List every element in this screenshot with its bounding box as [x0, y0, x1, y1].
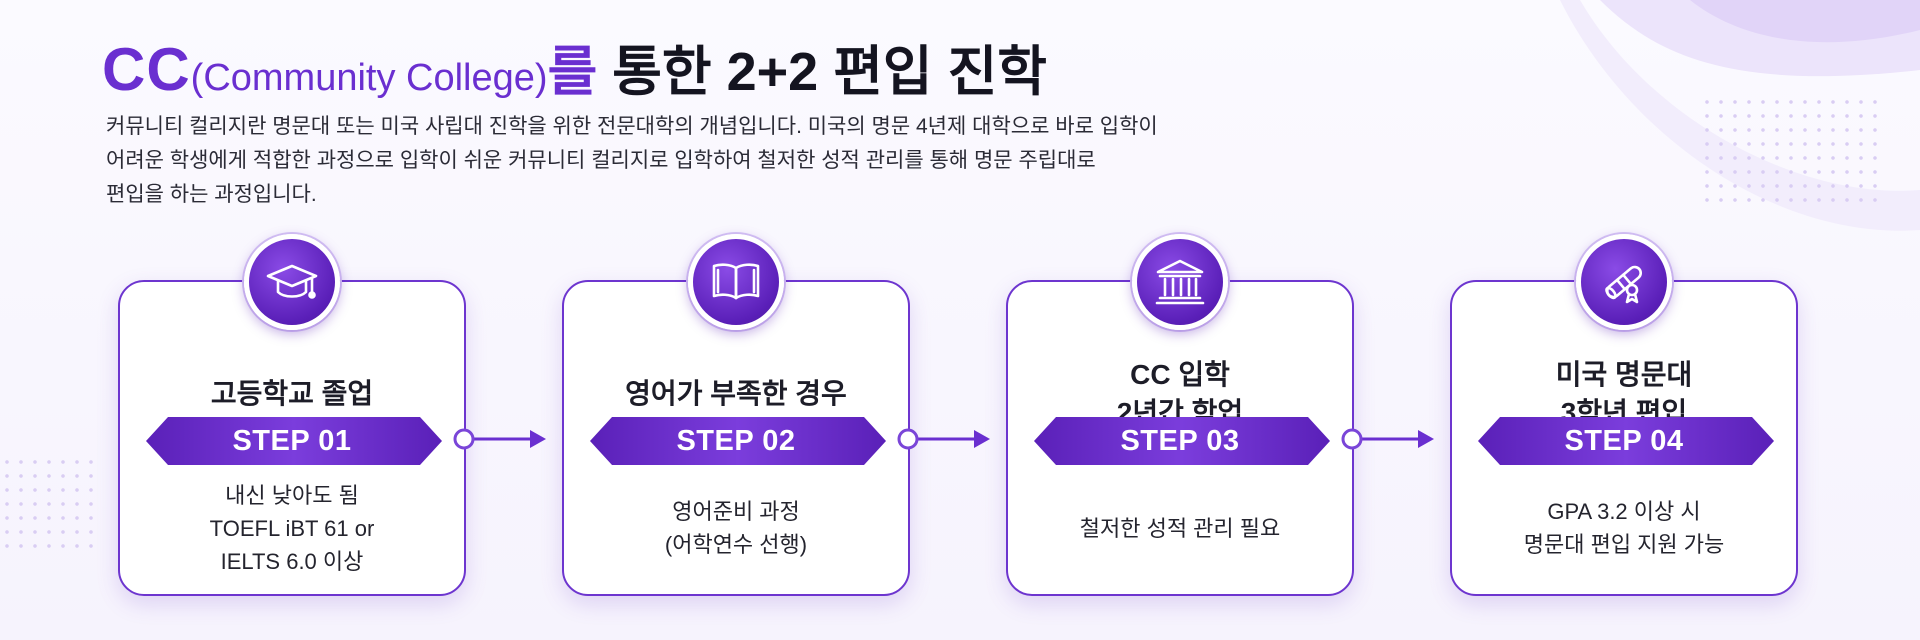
graduation-cap-icon: [244, 234, 340, 330]
step-badge: STEP 02: [590, 417, 886, 465]
step-title: 영어가 부족한 경우: [564, 344, 908, 444]
arrow-connector-3: [1341, 428, 1434, 450]
step-card-2: 영어가 부족한 경우 STEP 02 영어준비 과정 (어학연수 선행): [562, 234, 910, 596]
title-particle: 를: [547, 42, 598, 102]
page-title: CC(Community College)를 통한 2+2 편입 진학: [102, 30, 1047, 126]
title-cc-full: (Community College): [190, 57, 548, 99]
step-title-line: CC 입학: [1130, 359, 1230, 390]
step-desc-line: TOEFL iBT 61 or: [209, 515, 375, 541]
decorative-dots-right: [1700, 95, 1880, 205]
step-desc-line: 철저한 성적 관리 필요: [1079, 515, 1281, 541]
step-card-1: 고등학교 졸업 STEP 01 내신 낮아도 됨 TOEFL iBT 61 or…: [118, 234, 466, 596]
title-cc: CC: [102, 36, 191, 103]
university-building-icon: [1132, 234, 1228, 330]
step-description: 철저한 성적 관리 필요: [1008, 478, 1352, 578]
step-description: 영어준비 과정 (어학연수 선행): [564, 478, 908, 578]
description-line: 커뮤니티 컬리지란 명문대 또는 미국 사립대 진학을 위한 전문대학의 개념입…: [106, 115, 1158, 138]
step-desc-line: 내신 낮아도 됨: [225, 482, 359, 508]
description-line: 어려운 학생에게 적합한 과정으로 입학이 쉬운 커뮤니티 컬리지로 입학하여 …: [106, 149, 1096, 172]
description-line: 편입을 하는 과정입니다.: [106, 183, 317, 206]
step-desc-line: (어학연수 선행): [664, 532, 808, 557]
diploma-icon: [1576, 234, 1672, 330]
step-desc-line: 영어준비 과정: [672, 499, 800, 524]
step-desc-line: IELTS 6.0 이상: [220, 548, 364, 574]
arrow-connector-2: [897, 428, 990, 450]
step-title: 고등학교 졸업: [120, 344, 464, 444]
step-title-line: 고등학교 졸업: [210, 378, 374, 409]
step-label: STEP 03: [1120, 424, 1240, 457]
step-title-line: 미국 명문대: [1555, 359, 1693, 390]
step-description: GPA 3.2 이상 시 명문대 편입 지원 가능: [1452, 478, 1796, 578]
step-badge: STEP 04: [1478, 417, 1774, 465]
step-title-line: 영어가 부족한 경우: [625, 378, 847, 409]
step-desc-line: GPA 3.2 이상 시: [1547, 499, 1701, 524]
step-desc-line: 명문대 편입 지원 가능: [1523, 532, 1725, 557]
title-rest: 통한 2+2 편입 진학: [597, 42, 1047, 102]
step-description: 내신 낮아도 됨 TOEFL iBT 61 or IELTS 6.0 이상: [120, 478, 464, 578]
step-label: STEP 02: [676, 424, 796, 457]
step-badge: STEP 01: [146, 417, 442, 465]
open-book-icon: [688, 234, 784, 330]
arrow-connector-1: [453, 428, 546, 450]
step-card-3: CC 입학 2년간 학업 STEP 03 철저한 성적 관리 필요: [1006, 234, 1354, 596]
step-label: STEP 01: [232, 424, 352, 457]
step-badge: STEP 03: [1034, 417, 1330, 465]
step-card-4: 미국 명문대 3학년 편입 STEP 04 GPA 3.2 이상 시 명문대 편…: [1450, 234, 1798, 596]
step-title: 미국 명문대 3학년 편입: [1452, 344, 1796, 444]
intro-description: 커뮤니티 컬리지란 명문대 또는 미국 사립대 진학을 위한 전문대학의 개념입…: [106, 110, 1346, 212]
decorative-dots-left: [0, 455, 100, 555]
step-label: STEP 04: [1564, 424, 1684, 457]
